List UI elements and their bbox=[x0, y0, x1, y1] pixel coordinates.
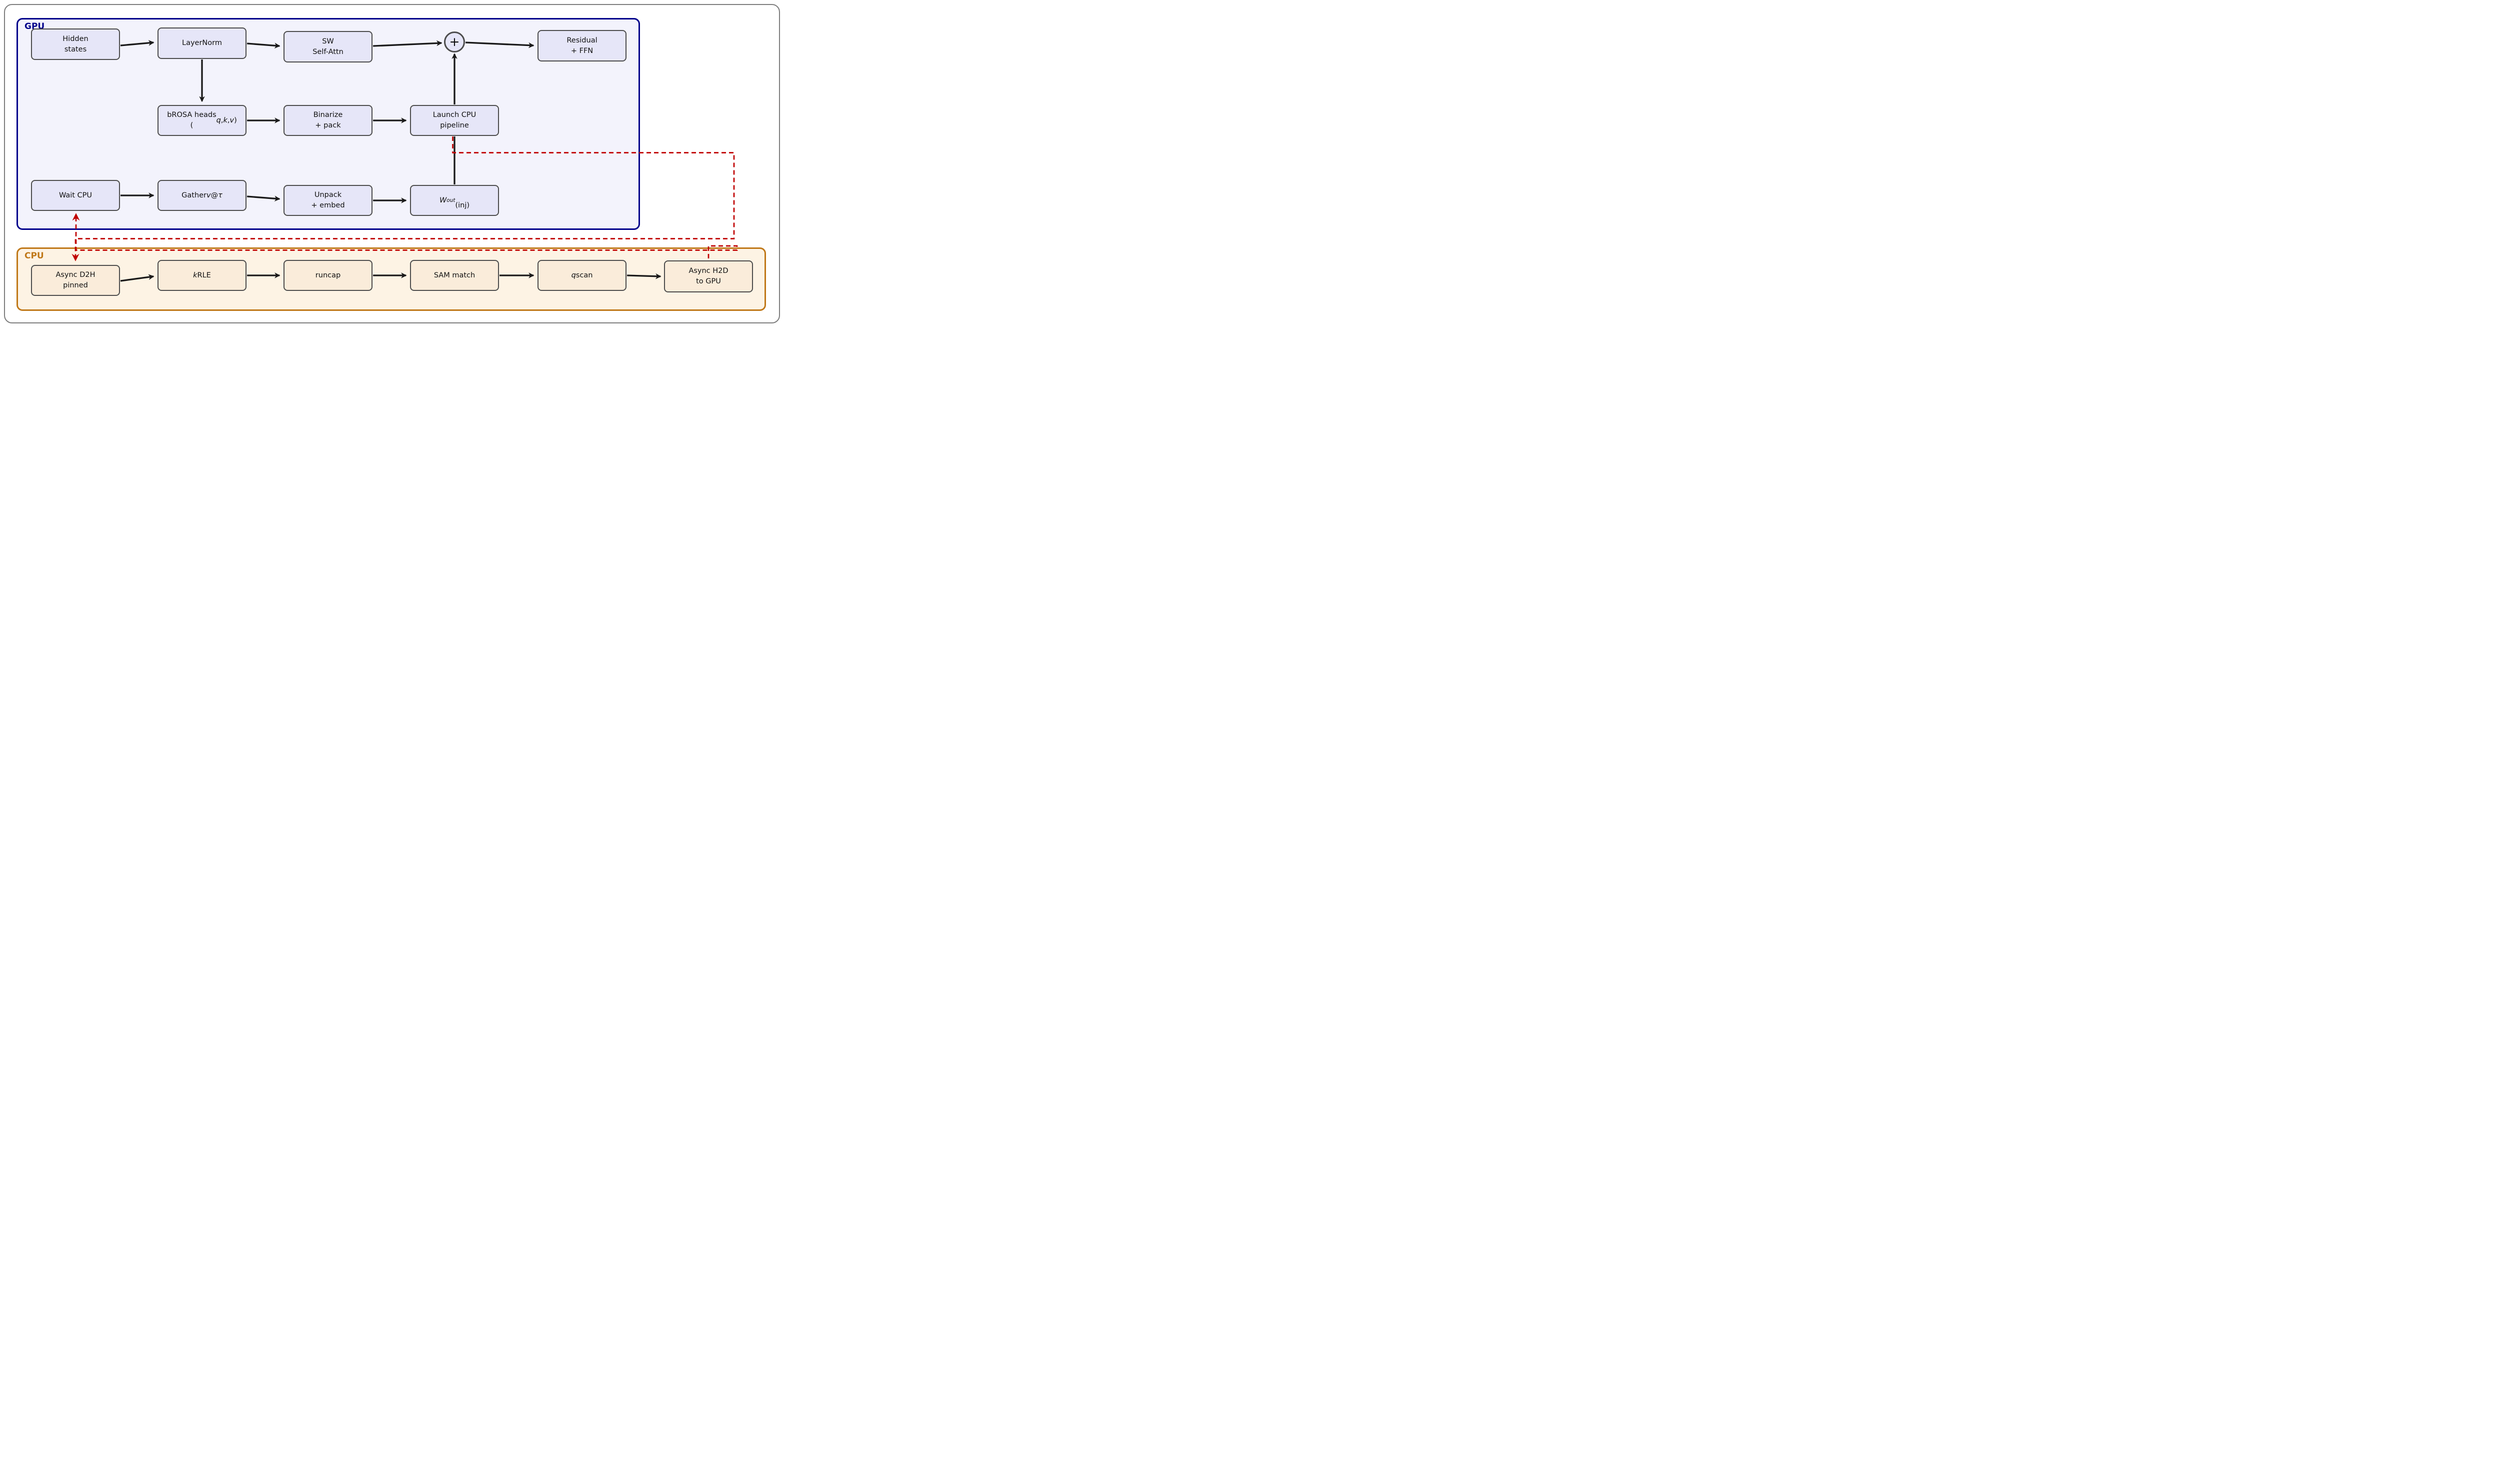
cpu-label: CPU bbox=[24, 251, 44, 261]
node-plus-junction: + bbox=[444, 31, 465, 52]
node-unpack-embed: Unpack+ embed bbox=[284, 185, 372, 216]
node-residual-ffn: Residual+ FFN bbox=[538, 30, 626, 61]
node-q-scan: q scan bbox=[538, 260, 626, 291]
node-sam-match: SAM match bbox=[410, 260, 499, 291]
node-runcap: runcap bbox=[284, 260, 372, 291]
node-brosa-heads: bROSA heads(q,k,v) bbox=[158, 105, 246, 136]
node-gather-v-at-tau: Gather v@τ bbox=[158, 180, 246, 211]
node-binarize-pack: Binarize+ pack bbox=[284, 105, 372, 136]
node-layernorm: LayerNorm bbox=[158, 27, 246, 59]
node-wait-cpu: Wait CPU bbox=[31, 180, 120, 211]
cpu-container: CPU bbox=[16, 247, 766, 311]
node-k-rle: k RLE bbox=[158, 260, 246, 291]
